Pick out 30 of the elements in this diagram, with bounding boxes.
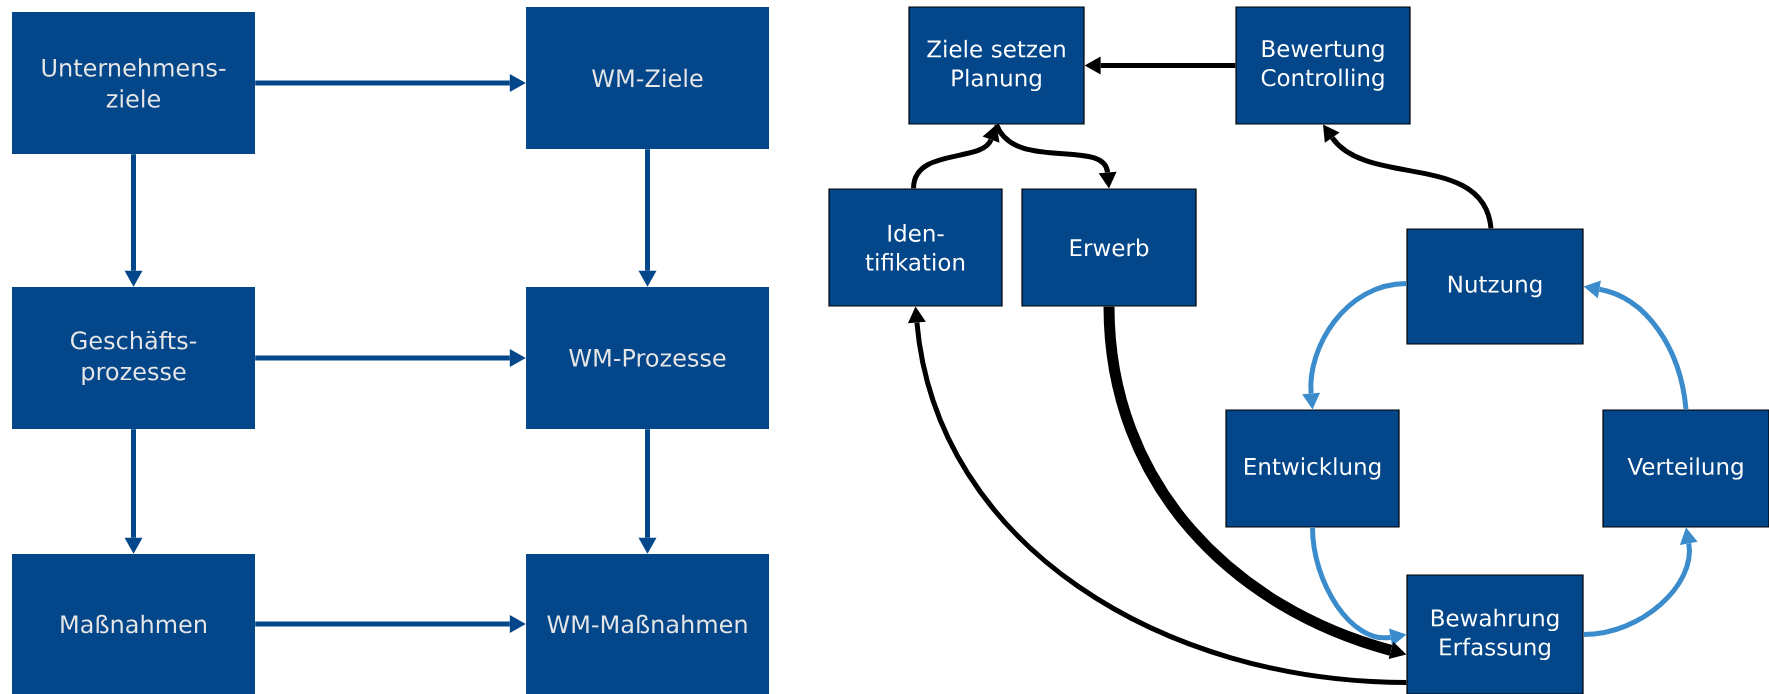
arrow bbox=[1103, 306, 1407, 660]
arrow bbox=[638, 429, 657, 554]
arrow bbox=[907, 306, 1407, 685]
process-box: Unternehmens- ziele bbox=[12, 12, 255, 154]
arrow bbox=[638, 149, 657, 287]
process-box: Geschäfts- prozesse bbox=[12, 287, 255, 429]
arrow bbox=[1310, 527, 1407, 647]
process-box: WM-Prozesse bbox=[526, 287, 769, 429]
process-box: Verteilung bbox=[1602, 409, 1769, 528]
process-box: Bewahrung Erfassung bbox=[1406, 574, 1584, 694]
arrow bbox=[255, 615, 526, 633]
arrow bbox=[255, 349, 526, 367]
arrow bbox=[1323, 124, 1494, 229]
arrow bbox=[1583, 280, 1689, 410]
arrow bbox=[1302, 281, 1407, 410]
arrow bbox=[255, 74, 526, 92]
process-box: Erwerb bbox=[1021, 188, 1197, 307]
process-box: Bewertung Controlling bbox=[1235, 6, 1411, 125]
arrow bbox=[994, 123, 1117, 189]
process-box: WM-Maßnahmen bbox=[526, 554, 769, 694]
arrow bbox=[1583, 527, 1698, 637]
arrow bbox=[124, 154, 143, 287]
process-box: Nutzung bbox=[1406, 228, 1584, 345]
process-box: WM-Ziele bbox=[526, 7, 769, 149]
arrow bbox=[124, 429, 143, 554]
process-box: Entwicklung bbox=[1225, 409, 1400, 528]
arrow bbox=[1084, 56, 1236, 75]
process-box: Iden- tifikation bbox=[828, 188, 1003, 307]
process-box: Maßnahmen bbox=[12, 554, 255, 694]
process-box: Ziele setzen Planung bbox=[908, 6, 1085, 125]
